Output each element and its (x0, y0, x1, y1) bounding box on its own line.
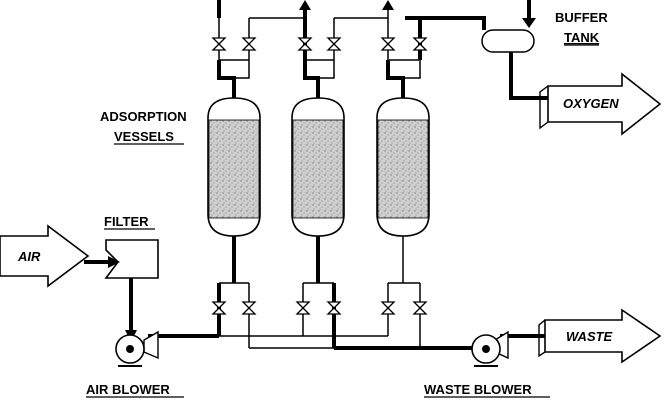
oxygen-outlet-arrow: OXYGEN (539, 72, 662, 136)
adsorption-vessel-2 (291, 97, 345, 237)
air-blower (115, 330, 159, 367)
top-valves (211, 37, 428, 51)
filter-unit (84, 239, 159, 279)
waste-arrow-label: WASTE (566, 329, 613, 344)
waste-blower (471, 330, 509, 367)
buffer-tank (481, 0, 548, 100)
air-blower-label: AIR BLOWER (86, 382, 170, 397)
filter-label: FILTER (104, 214, 149, 229)
adsorption-vessel-3 (376, 97, 430, 237)
buffer-tank-label-line1: BUFFER (555, 10, 608, 25)
adsorption-label-line1: ADSORPTION (100, 109, 187, 124)
oxygen-arrow-label: OXYGEN (563, 96, 619, 111)
adsorption-vessel-1 (207, 97, 261, 237)
bottom-valves (211, 301, 428, 315)
waste-outlet-arrow: WASTE (538, 308, 662, 364)
top-piping (217, 0, 486, 98)
air-arrow-label: AIR (17, 249, 41, 264)
buffer-tank-label-line2: TANK (564, 30, 600, 45)
air-inlet-arrow: AIR (0, 224, 90, 288)
adsorption-label-line2: VESSELS (114, 129, 174, 144)
bottom-piping (125, 236, 545, 350)
waste-blower-label: WASTE BLOWER (424, 382, 532, 397)
